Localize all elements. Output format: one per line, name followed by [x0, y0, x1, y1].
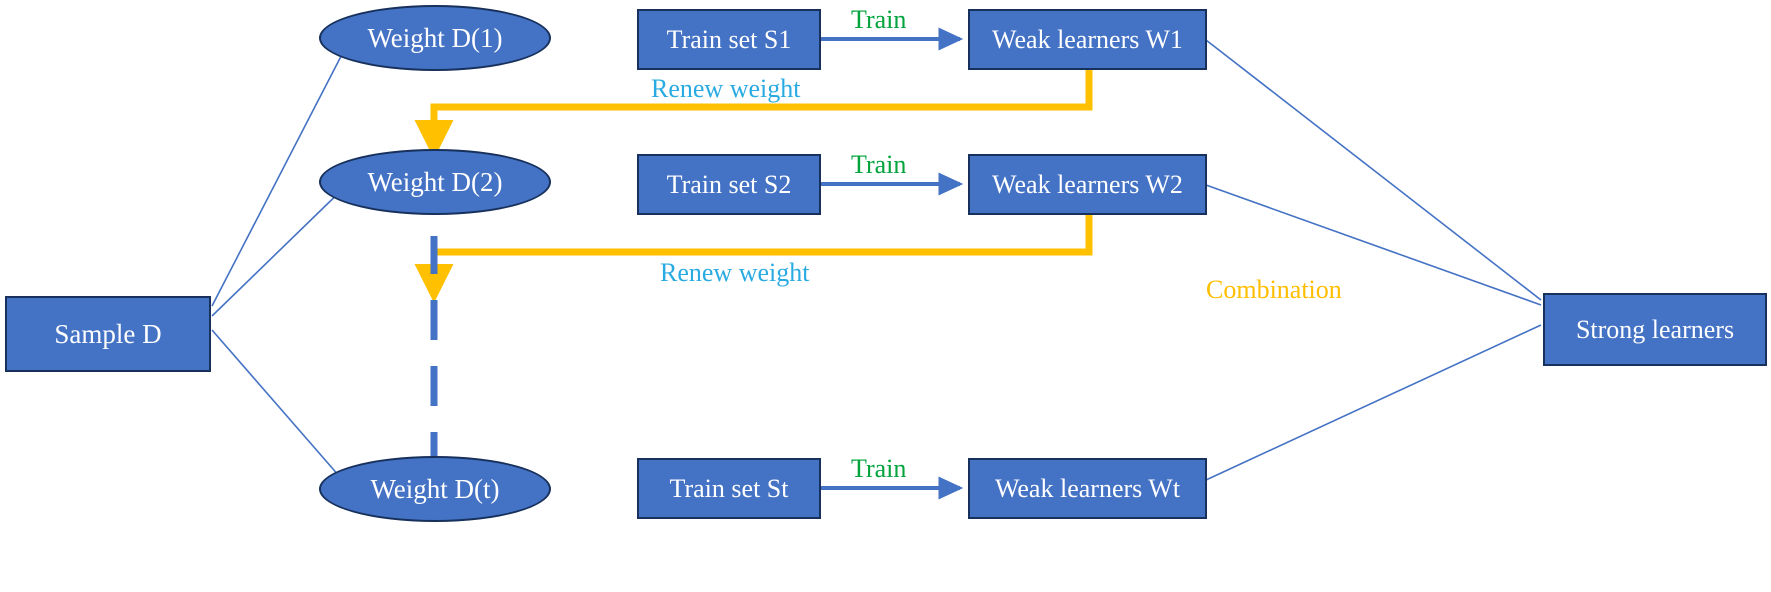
weaklearners-to-strong-fan	[1205, 39, 1542, 481]
node-train-set-st[interactable]: Train set St	[637, 458, 821, 519]
edge-label-renew-weight-1: Renew weight	[651, 74, 801, 103]
node-label: Train set St	[669, 473, 789, 503]
edge-label-train-2: Train	[851, 150, 907, 179]
node-label: Weak learners W1	[992, 24, 1183, 54]
node-label: Weight D(1)	[367, 22, 503, 53]
node-train-set-s1[interactable]: Train set S1	[637, 9, 821, 70]
node-label: Strong learners	[1575, 314, 1735, 344]
node-label: Train set S1	[666, 24, 792, 54]
node-weak-learners-wt[interactable]: Weak learners Wt	[968, 458, 1207, 519]
node-train-set-s2[interactable]: Train set S2	[637, 154, 821, 215]
node-weak-learners-w2[interactable]: Weak learners W2	[968, 154, 1207, 215]
node-sample-d[interactable]: Sample D	[5, 296, 211, 372]
edge-label-renew-weight-2: Renew weight	[660, 258, 810, 287]
node-weight-d2[interactable]: Weight D(2)	[319, 149, 551, 215]
node-label: Weak learners W2	[992, 169, 1183, 199]
node-label: Weight D(2)	[367, 166, 503, 197]
sample-to-weights-fan	[211, 34, 361, 501]
edge-label-train-1: Train	[851, 5, 907, 34]
node-label: Weight D(t)	[370, 473, 500, 504]
edge-label-train-3: Train	[851, 454, 907, 483]
node-strong-learners[interactable]: Strong learners	[1543, 293, 1767, 366]
node-label: Sample D	[54, 318, 162, 349]
node-weak-learners-w1[interactable]: Weak learners W1	[968, 9, 1207, 70]
node-label: Train set S2	[666, 169, 792, 199]
edge-label-combination: Combination	[1206, 275, 1342, 304]
node-weight-dt[interactable]: Weight D(t)	[319, 456, 551, 522]
node-label: Weak learners Wt	[994, 473, 1181, 503]
node-weight-d1[interactable]: Weight D(1)	[319, 5, 551, 71]
